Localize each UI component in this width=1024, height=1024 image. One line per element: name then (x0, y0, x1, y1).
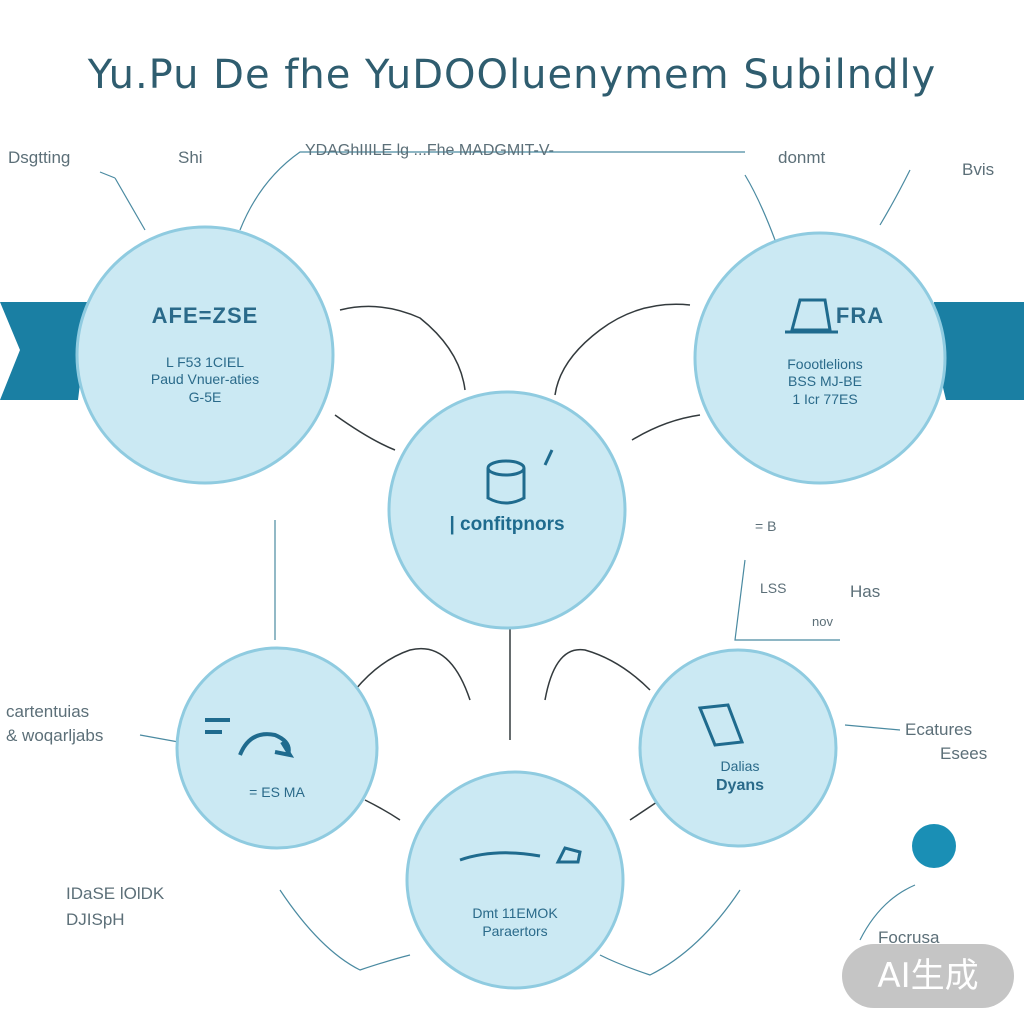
ai-generated-watermark: AI生成 (842, 944, 1014, 1008)
node-top-right-line-1: Foootlelions (787, 355, 863, 372)
node-top-right-line-3: 1 Icr 77ES (792, 390, 858, 407)
document-icon (697, 703, 745, 747)
node-top-left-text: AFE=ZSE L F53 1CIEL Paud Vnuer-aties G-5… (90, 302, 320, 406)
node-bottom-line-1: Dmt 11EMOK (472, 905, 558, 921)
node-mid-right[interactable] (638, 648, 838, 848)
accent-dot (912, 824, 956, 868)
node-mid-left-line-1: = ES MA (249, 784, 305, 800)
right-banner (934, 302, 1024, 400)
monitor-icon (785, 298, 838, 334)
node-mid-right-line-1: Dalias (720, 758, 760, 774)
node-mid-right-line-2: Dyans (715, 776, 765, 794)
node-top-left-line-2: Paud Vnuer-aties (150, 371, 260, 387)
annotation-top-3: YDAGhIIILE lg ...Fhe MADGMIT-V- (305, 142, 554, 159)
connectors (334, 303, 701, 821)
annotation-leaders (99, 151, 916, 976)
annotation-right-6: Esees (940, 744, 988, 763)
left-banner (0, 302, 90, 400)
node-center[interactable] (387, 390, 627, 630)
node-mid-right-text: Dalias Dyans (660, 758, 820, 796)
node-top-left[interactable] (75, 225, 335, 485)
node-top-left-head: AFE=ZSE (151, 303, 259, 328)
node-top-right[interactable] (693, 231, 947, 485)
annotation-bottom-left-2: DJISpH (66, 910, 125, 929)
annotation-mid-left-1: cartentuias (6, 702, 90, 721)
annotation-right-2: Has (850, 582, 881, 601)
node-mid-left[interactable] (175, 646, 379, 850)
node-mid-left-text: = ES MA (197, 784, 357, 802)
annotation-top-2: Shi (178, 148, 203, 167)
node-top-left-line-1: L F53 1CIEL (165, 353, 245, 370)
node-top-right-text: FRA Foootlelions BSS MJ-BE 1 Icr 77ES (710, 302, 940, 408)
annotation-right-1: = B (755, 518, 777, 534)
swirl-arrow-icon (205, 718, 295, 758)
annotation-top-1: Dsgtting (8, 148, 71, 167)
diagram-title: Yu.Pu De fhe YuDOOluenymem Subilndly (87, 52, 937, 98)
node-bottom-text: Dmt 11EMOK Paraertors (425, 905, 605, 940)
annotation-mid-left-2: & woqarljabs (6, 726, 104, 745)
node-top-left-line-3: G-5E (188, 388, 222, 405)
annotation-right-5: Ecatures (905, 720, 973, 739)
node-center-label: | confitpnors (449, 514, 565, 535)
node-top-right-head: FRA (835, 303, 885, 328)
annotation-bottom-left-1: IDaSE lOlDK (66, 884, 165, 903)
node-top-right-line-2: BSS MJ-BE (788, 373, 862, 389)
wave-icon (459, 846, 582, 864)
annotation-right-3: LSS (760, 580, 787, 596)
annotation-right-4: nov (812, 614, 833, 629)
annotation-top-4: donmt (778, 148, 826, 167)
node-bottom[interactable] (405, 770, 625, 990)
container-icon (486, 449, 554, 505)
annotation-top-5: Bvis (962, 160, 995, 179)
annotation-bottom-right: Focrusa (878, 928, 940, 947)
node-bottom-line-2: Paraertors (482, 922, 548, 939)
